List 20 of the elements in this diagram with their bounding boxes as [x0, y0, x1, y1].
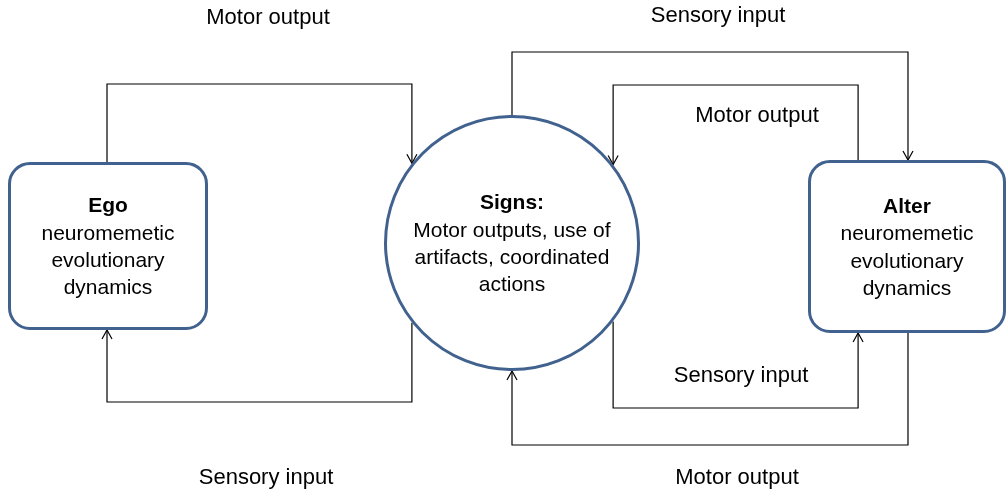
connector-arrow [506, 332, 909, 446]
node-text: Motor outputs, use of artifacts, coordinated actions [412, 216, 612, 298]
edge-label: Sensory input [198, 464, 334, 490]
rounded-box [808, 160, 1006, 333]
connector-arrow [612, 320, 864, 409]
connector-arrow [607, 84, 859, 166]
node-text: neuromemetic evolutionary dynamics [40, 219, 176, 301]
rounded-box [8, 162, 208, 330]
connector-arrow [101, 322, 413, 403]
edge-label: Sensory input [650, 2, 786, 28]
node-text: neuromemetic evolutionary dynamics [839, 220, 975, 301]
connector-arrow [106, 83, 418, 164]
edge-label: Motor output [675, 464, 799, 490]
edge-label: Sensory input [673, 362, 809, 388]
edge-label: Motor output [695, 102, 819, 128]
node-heading: Alter [883, 192, 931, 219]
node-heading: Ego [88, 192, 128, 219]
connector-arrow [511, 51, 914, 161]
node-heading: Signs: [479, 189, 545, 216]
edge-label: Motor output [206, 4, 330, 30]
